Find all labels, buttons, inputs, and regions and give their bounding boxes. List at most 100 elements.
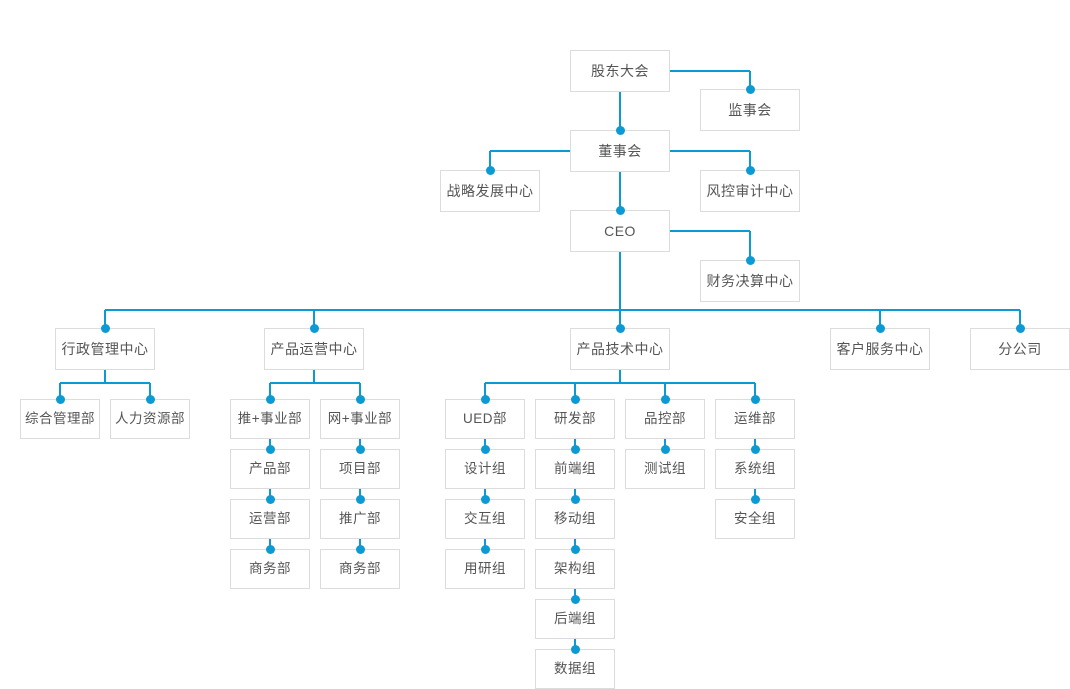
org-node-label: 安全组	[734, 511, 776, 527]
connector-dot-f3	[570, 494, 580, 504]
org-node-d3[interactable]: 产品技术中心	[570, 328, 670, 370]
org-node-f5[interactable]: 后端组	[535, 599, 615, 639]
org-node-d5[interactable]: 分公司	[970, 328, 1070, 370]
org-node-label: 研发部	[554, 411, 596, 427]
org-node-label: 产品运营中心	[270, 341, 358, 357]
org-node-n02[interactable]: 监事会	[700, 89, 800, 131]
org-node-f4[interactable]: 架构组	[535, 549, 615, 589]
org-node-h1[interactable]: 运维部	[715, 399, 795, 439]
connector-dot-n02	[745, 84, 755, 94]
connector-dot-d3	[615, 323, 625, 333]
org-node-c1[interactable]: 网+事业部	[320, 399, 400, 439]
org-node-b2[interactable]: 产品部	[230, 449, 310, 489]
org-node-b3[interactable]: 运营部	[230, 499, 310, 539]
connector-dot-d5	[1015, 323, 1025, 333]
org-node-h2[interactable]: 系统组	[715, 449, 795, 489]
connector-dot-c3	[355, 494, 365, 504]
org-node-e3[interactable]: 交互组	[445, 499, 525, 539]
org-node-label: 产品技术中心	[576, 341, 664, 357]
org-node-c3[interactable]: 推广部	[320, 499, 400, 539]
org-node-n06[interactable]: CEO	[570, 210, 670, 252]
org-node-f3[interactable]: 移动组	[535, 499, 615, 539]
connector-dot-d4	[875, 323, 885, 333]
connector-dot-h3	[750, 494, 760, 504]
connector-dot-n05	[745, 165, 755, 175]
connector-dot-c1	[355, 394, 365, 404]
org-node-label: 架构组	[554, 561, 596, 577]
connector-dot-e3	[480, 494, 490, 504]
org-node-label: 战略发展中心	[446, 183, 534, 199]
connector-dot-h1	[750, 394, 760, 404]
org-node-n07[interactable]: 财务决算中心	[700, 260, 800, 302]
connector-dot-f2	[570, 444, 580, 454]
org-node-label: 监事会	[728, 102, 772, 118]
org-node-e2[interactable]: 设计组	[445, 449, 525, 489]
org-node-n01[interactable]: 股东大会	[570, 50, 670, 92]
org-node-a1[interactable]: 综合管理部	[20, 399, 100, 439]
org-node-label: 股东大会	[591, 63, 649, 79]
org-node-d2[interactable]: 产品运营中心	[264, 328, 364, 370]
org-node-a2[interactable]: 人力资源部	[110, 399, 190, 439]
org-node-label: 项目部	[339, 461, 381, 477]
org-node-c2[interactable]: 项目部	[320, 449, 400, 489]
org-node-label: 董事会	[598, 143, 642, 159]
connector-dot-f5	[570, 594, 580, 604]
connector-dot-e4	[480, 544, 490, 554]
org-node-c4[interactable]: 商务部	[320, 549, 400, 589]
org-node-g2[interactable]: 测试组	[625, 449, 705, 489]
org-node-label: 商务部	[249, 561, 291, 577]
connector-dot-b3	[265, 494, 275, 504]
org-node-label: 商务部	[339, 561, 381, 577]
org-node-b4[interactable]: 商务部	[230, 549, 310, 589]
org-node-label: 财务决算中心	[706, 273, 794, 289]
connector-dot-n06	[615, 205, 625, 215]
org-node-label: 用研组	[464, 561, 506, 577]
org-node-f6[interactable]: 数据组	[535, 649, 615, 689]
connector-dot-n03	[615, 125, 625, 135]
org-node-label: 品控部	[644, 411, 686, 427]
connector-dot-h2	[750, 444, 760, 454]
connector-dot-a1	[55, 394, 65, 404]
connector-dot-g1	[660, 394, 670, 404]
connector-dot-f4	[570, 544, 580, 554]
org-node-n03[interactable]: 董事会	[570, 130, 670, 172]
org-node-label: 产品部	[249, 461, 291, 477]
org-node-f2[interactable]: 前端组	[535, 449, 615, 489]
connector-dot-a2	[145, 394, 155, 404]
org-node-n04[interactable]: 战略发展中心	[440, 170, 540, 212]
connector-dot-c4	[355, 544, 365, 554]
connector-dot-n07	[745, 255, 755, 265]
connector-dot-c2	[355, 444, 365, 454]
org-node-label: 设计组	[464, 461, 506, 477]
org-node-label: 客户服务中心	[836, 341, 924, 357]
connector-dot-e1	[480, 394, 490, 404]
org-node-d1[interactable]: 行政管理中心	[55, 328, 155, 370]
connector-dot-n04	[485, 165, 495, 175]
org-node-label: 数据组	[554, 661, 596, 677]
org-node-b1[interactable]: 推+事业部	[230, 399, 310, 439]
org-node-label: UED部	[462, 411, 507, 427]
org-node-label: 后端组	[554, 611, 596, 627]
org-node-label: 系统组	[734, 461, 776, 477]
connector-dot-f1	[570, 394, 580, 404]
connector-dot-b1	[265, 394, 275, 404]
org-node-label: 行政管理中心	[61, 341, 149, 357]
connector-dot-f6	[570, 644, 580, 654]
org-node-f1[interactable]: 研发部	[535, 399, 615, 439]
org-node-label: 风控审计中心	[706, 183, 794, 199]
org-node-label: 人力资源部	[115, 411, 185, 427]
org-node-label: CEO	[604, 223, 636, 239]
org-node-e4[interactable]: 用研组	[445, 549, 525, 589]
org-node-label: 运维部	[734, 411, 776, 427]
org-node-d4[interactable]: 客户服务中心	[830, 328, 930, 370]
org-node-label: 推广部	[339, 511, 381, 527]
org-node-label: 推+事业部	[237, 411, 303, 427]
org-node-label: 运营部	[249, 511, 291, 527]
org-node-h3[interactable]: 安全组	[715, 499, 795, 539]
connector-dot-b4	[265, 544, 275, 554]
org-node-e1[interactable]: UED部	[445, 399, 525, 439]
org-node-label: 分公司	[998, 341, 1042, 357]
connector-dot-d1	[100, 323, 110, 333]
org-node-n05[interactable]: 风控审计中心	[700, 170, 800, 212]
org-node-g1[interactable]: 品控部	[625, 399, 705, 439]
